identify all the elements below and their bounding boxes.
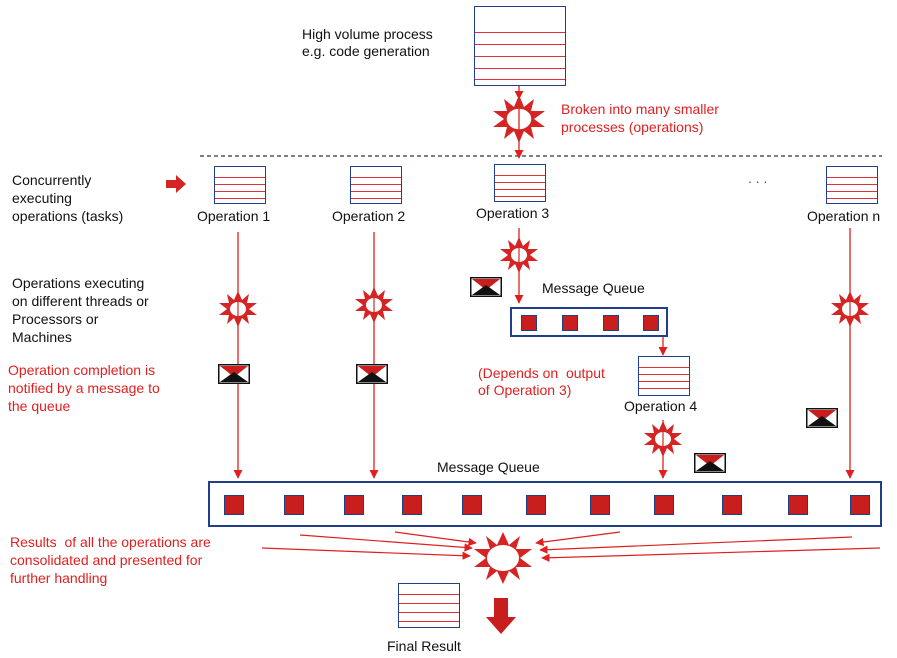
- converge-arrow-2: [394, 531, 477, 547]
- document-icon: [474, 6, 566, 86]
- queue-message: [284, 495, 304, 515]
- queue-message: [603, 315, 619, 331]
- queue-message: [462, 495, 482, 515]
- notified-label-line2: notified by a message to: [8, 380, 160, 396]
- small-message-queue: [510, 307, 668, 337]
- results-label-line2: consolidated and presented for: [10, 552, 203, 568]
- document-icon: [826, 166, 878, 204]
- notified-label-line3: the queue: [8, 398, 71, 414]
- main-queue-title: Message Queue: [437, 459, 540, 475]
- document-icon: [638, 356, 690, 396]
- op1-label: Operation 1: [197, 208, 271, 224]
- gear-icon: [644, 421, 682, 457]
- converge-arrow-3: [261, 547, 471, 560]
- process-label-line1: High volume process: [302, 26, 433, 42]
- gear-icon: [474, 532, 532, 584]
- concurrent-label-line1: Concurrently: [12, 172, 92, 188]
- queue-message: [402, 495, 422, 515]
- gear-icon: [500, 237, 538, 273]
- ellipsis: . . .: [748, 170, 768, 186]
- depends-label-line2: of Operation 3): [478, 382, 572, 398]
- queue-message: [526, 495, 546, 515]
- concurrent-label-line2: executing: [12, 190, 72, 206]
- opn-label: Operation n: [807, 208, 881, 224]
- threads-label-line2: on different threads or: [12, 293, 149, 309]
- queue-message: [643, 315, 659, 331]
- converge-arrow-4: [535, 531, 621, 547]
- envelope-icon: [356, 364, 388, 384]
- op2-label: Operation 2: [332, 208, 406, 224]
- converge-arrow-6: [541, 547, 881, 562]
- arrow-down-icon: [486, 598, 516, 634]
- envelope-icon: [806, 408, 838, 428]
- concurrent-label-line3: operations (tasks): [12, 208, 124, 224]
- broken-label-line1: Broken into many smaller: [561, 101, 719, 117]
- main-message-queue: [208, 481, 882, 527]
- results-label-line1: Results of all the operations are: [10, 534, 211, 550]
- threads-label-line3: Processors or: [12, 311, 99, 327]
- gear-icon: [493, 95, 545, 143]
- small-queue-title: Message Queue: [542, 280, 645, 296]
- queue-message: [788, 495, 808, 515]
- broken-label-line2: processes (operations): [561, 119, 704, 135]
- envelope-icon: [694, 453, 726, 473]
- final-result-label: Final Result: [387, 638, 461, 654]
- queue-message: [654, 495, 674, 515]
- converge-arrow-1: [299, 534, 473, 552]
- depends-label-line1: (Depends on output: [478, 365, 605, 381]
- op4-label: Operation 4: [624, 398, 698, 414]
- arrow-right-icon: [166, 175, 186, 193]
- queue-message: [850, 495, 870, 515]
- queue-message: [562, 315, 578, 331]
- queue-message: [590, 495, 610, 515]
- threads-label-line1: Operations executing: [12, 275, 145, 291]
- process-label-line2: e.g. code generation: [302, 43, 430, 59]
- gear-icon: [219, 291, 257, 327]
- results-label-line3: further handling: [10, 570, 108, 586]
- queue-message: [344, 495, 364, 515]
- document-icon: [494, 164, 546, 202]
- envelope-icon: [218, 364, 250, 384]
- queue-message: [224, 495, 244, 515]
- document-icon: [350, 166, 402, 204]
- document-icon: [214, 166, 266, 204]
- gear-icon: [831, 291, 869, 327]
- queue-message: [722, 495, 742, 515]
- op3-label: Operation 3: [476, 205, 550, 221]
- notified-label-line1: Operation completion is: [8, 362, 156, 378]
- threads-label-line4: Machines: [12, 329, 72, 345]
- envelope-icon: [470, 277, 502, 297]
- document-icon: [398, 583, 460, 628]
- converge-arrow-5: [539, 536, 853, 554]
- gear-icon: [355, 287, 393, 323]
- queue-message: [521, 315, 537, 331]
